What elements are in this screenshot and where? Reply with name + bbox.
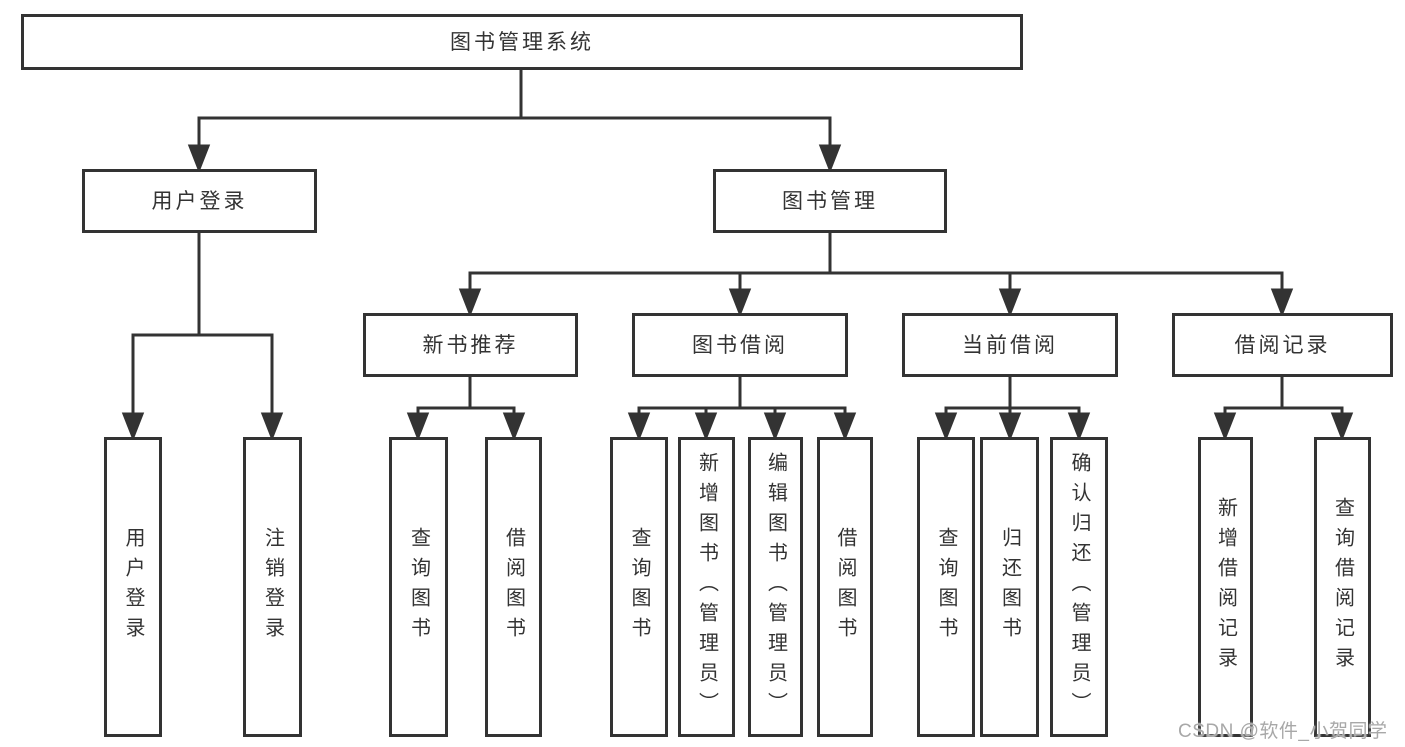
leaf-records-add-record: 新增借阅记录 — [1198, 437, 1253, 737]
node-book-borrow: 图书借阅 — [632, 313, 848, 377]
leaf-user-login: 用户登录 — [104, 437, 162, 737]
leaf-current-return-books: 归还图书 — [980, 437, 1039, 737]
node-new-book-recommend: 新书推荐 — [363, 313, 578, 377]
leaf-current-confirm-return-admin: 确认归还（管理员） — [1050, 437, 1108, 737]
node-borrow-records: 借阅记录 — [1172, 313, 1393, 377]
leaf-records-query-record: 查询借阅记录 — [1314, 437, 1371, 737]
node-root: 图书管理系统 — [21, 14, 1023, 70]
node-current-borrow: 当前借阅 — [902, 313, 1118, 377]
node-book-management: 图书管理 — [713, 169, 947, 233]
connector-borrow-records-children — [1213, 377, 1354, 442]
watermark: CSDN @软件_小贺同学 — [1178, 721, 1388, 742]
leaf-borrow-edit-books-admin: 编辑图书（管理员） — [748, 437, 803, 737]
leaf-borrow-add-books-admin: 新增图书（管理员） — [678, 437, 735, 737]
leaf-recommend-query-books: 查询图书 — [389, 437, 448, 737]
connector-user-login-children — [121, 233, 284, 442]
connector-new-book-recommend-children — [406, 377, 526, 442]
connector-root-to-level2 — [187, 70, 842, 174]
leaf-recommend-borrow-books: 借阅图书 — [485, 437, 542, 737]
leaf-borrow-query-books: 查询图书 — [610, 437, 668, 737]
leaf-current-query-books: 查询图书 — [917, 437, 975, 737]
node-user-login: 用户登录 — [82, 169, 317, 233]
leaf-borrow-borrow-books: 借阅图书 — [817, 437, 873, 737]
leaf-logout: 注销登录 — [243, 437, 302, 737]
connector-book-management-children — [458, 233, 1294, 318]
connector-book-borrow-children — [627, 377, 857, 442]
connector-current-borrow-children — [934, 377, 1091, 442]
